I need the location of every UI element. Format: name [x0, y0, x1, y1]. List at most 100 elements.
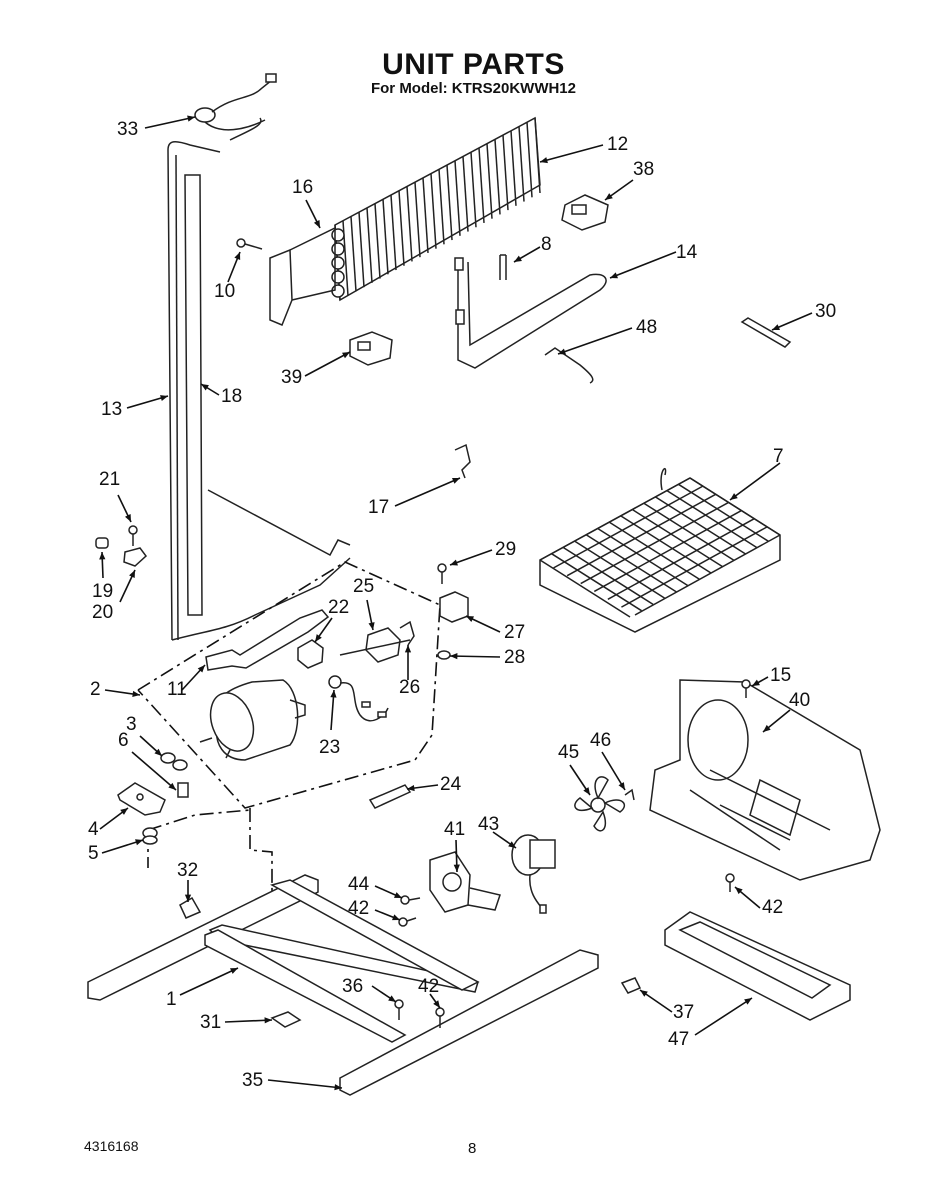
callout-14: 14 — [676, 242, 698, 263]
tubing-assembly-icon — [167, 117, 351, 641]
plug-icon — [620, 977, 642, 994]
leader-line — [729, 462, 781, 501]
callout-20: 20 — [92, 602, 113, 623]
arrowhead — [368, 622, 375, 630]
arrowhead — [201, 384, 209, 391]
defrost-heater-icon — [454, 257, 607, 369]
arrowhead — [264, 1017, 272, 1024]
screw-icon — [394, 999, 404, 1020]
callout-30: 30 — [815, 301, 836, 322]
callout-47: 47 — [668, 1029, 689, 1050]
arrowhead — [330, 690, 337, 698]
evaporator-coil-icon — [539, 468, 781, 633]
arrowhead — [392, 914, 400, 921]
screw-icon — [236, 238, 263, 250]
washer-icon — [437, 650, 451, 660]
callout-5: 5 — [88, 843, 99, 864]
arrowhead — [132, 690, 140, 698]
arrowhead — [450, 559, 458, 566]
callout-35: 35 — [242, 1070, 263, 1091]
leader-line — [131, 751, 177, 791]
callout-36: 36 — [342, 976, 363, 997]
callout-41: 41 — [444, 819, 465, 840]
arrowhead — [752, 679, 760, 686]
callout-22: 22 — [328, 597, 349, 618]
callout-19: 19 — [92, 581, 113, 602]
overload-icon — [339, 627, 411, 663]
callout-3: 3 — [126, 714, 137, 735]
relay-icon — [297, 639, 324, 669]
arrowhead — [763, 724, 771, 732]
model-subtitle: For Model: KTRS20KWWH12 — [370, 80, 576, 97]
leader-line — [224, 1019, 273, 1023]
arrowhead — [558, 348, 566, 355]
screw-icon — [128, 525, 138, 546]
screw-icon — [725, 873, 735, 892]
capillary-fitting-icon — [368, 784, 412, 809]
callout-23: 23 — [319, 737, 340, 758]
bracket-strip-icon — [740, 317, 792, 348]
callout-24: 24 — [440, 774, 462, 795]
grommet-icon — [160, 752, 188, 771]
arrowhead — [187, 115, 195, 122]
arrowhead — [453, 864, 460, 872]
arrowhead — [610, 272, 618, 279]
clamp-icon — [95, 537, 148, 567]
clip-icon — [399, 620, 415, 646]
arrowhead — [450, 653, 458, 660]
condenser-coil-icon — [331, 116, 541, 302]
leader-line — [394, 477, 461, 507]
callout-42b: 42 — [762, 897, 783, 918]
bolt-icon — [177, 782, 189, 798]
arrowhead — [772, 324, 780, 330]
callout-15: 15 — [770, 665, 791, 686]
insulation-block-icon — [561, 194, 609, 231]
callout-44: 44 — [348, 874, 370, 895]
drain-fitting-icon — [179, 896, 202, 919]
screw-icon — [741, 679, 751, 698]
arrowhead — [514, 255, 522, 262]
callout-45: 45 — [558, 742, 579, 763]
kit-boundary — [147, 808, 273, 900]
leader-line — [609, 251, 677, 279]
arrowhead — [168, 782, 176, 790]
callout-33: 33 — [117, 119, 138, 140]
callout-10: 10 — [214, 281, 235, 302]
arrowhead — [640, 990, 648, 997]
screw-icon — [400, 895, 421, 905]
arrowhead — [160, 395, 168, 402]
arrowhead — [313, 220, 320, 228]
callout-21: 21 — [99, 469, 120, 490]
callout-11: 11 — [167, 679, 187, 700]
arrowhead — [583, 787, 590, 795]
arrowhead — [540, 157, 548, 164]
callout-48: 48 — [636, 317, 657, 338]
leader-line — [601, 751, 626, 791]
arrowhead — [234, 252, 241, 260]
arrowhead — [407, 784, 415, 792]
screw-icon — [437, 563, 447, 584]
arrowhead — [394, 892, 402, 898]
callout-2: 2 — [90, 679, 101, 700]
mounting-bracket-icon — [117, 782, 166, 816]
arrowhead — [730, 493, 738, 500]
fan-blade-icon — [574, 776, 626, 832]
arrowhead — [508, 841, 516, 848]
arrowhead — [315, 634, 322, 642]
arrowhead — [154, 748, 162, 756]
document-number: 4316168 — [84, 1138, 139, 1154]
power-cord-icon — [328, 675, 389, 722]
motor-bracket-icon — [429, 851, 501, 913]
callout-40: 40 — [789, 690, 810, 711]
leader-line — [179, 967, 239, 996]
callout-8: 8 — [541, 234, 552, 255]
thermostat-icon — [194, 73, 277, 131]
callout-39: 39 — [281, 367, 302, 388]
arrowhead — [230, 968, 238, 974]
grommet-icon — [142, 827, 158, 845]
clip-icon — [624, 788, 635, 801]
arrowhead — [466, 616, 474, 622]
arrowhead — [735, 887, 743, 895]
leader-line — [144, 116, 196, 129]
